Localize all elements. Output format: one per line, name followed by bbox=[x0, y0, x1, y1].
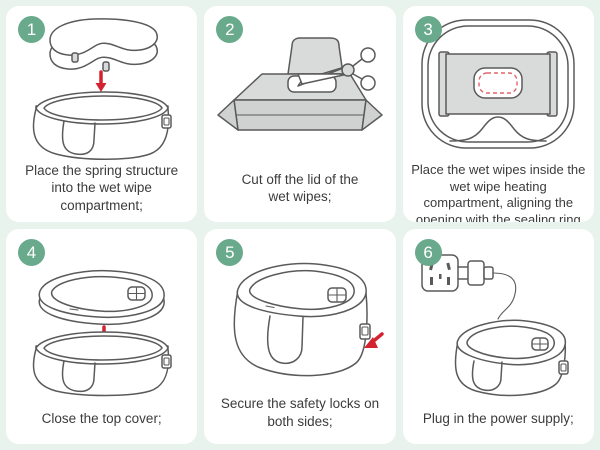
step-panel-1: 1 bbox=[6, 6, 198, 222]
step-number: 5 bbox=[225, 242, 235, 262]
safety-lock-icon bbox=[359, 323, 371, 340]
step-1-illustration bbox=[6, 6, 197, 162]
step-panel-6: 6 bbox=[402, 228, 594, 444]
step-number: 2 bbox=[225, 20, 235, 39]
step-caption: Secure the safety locks on both sides; bbox=[220, 396, 380, 429]
step-number: 3 bbox=[423, 20, 433, 39]
step-number: 1 bbox=[26, 20, 37, 39]
lid-button-icon bbox=[126, 286, 146, 301]
wipes-lid bbox=[287, 37, 344, 76]
step-number: 6 bbox=[423, 242, 433, 262]
closed-warmer-with-lock-icon bbox=[233, 262, 384, 377]
safety-lock-icon bbox=[558, 360, 570, 375]
lid-button-icon bbox=[327, 287, 347, 303]
step-number-badge: 2 bbox=[216, 16, 244, 43]
cut-wipes-lid-icon bbox=[217, 37, 383, 132]
step-caption: Cut off the lid of the wet wipes; bbox=[241, 171, 359, 205]
step-number-badge: 6 bbox=[414, 238, 442, 266]
step-panel-3: 3 Place the wet wipes inside the wet wip… bbox=[402, 6, 594, 222]
step-caption: Close the top cover; bbox=[41, 410, 162, 426]
step-caption: Place the wet wipes inside the wet wipe … bbox=[411, 162, 586, 222]
step-panel-2: 2 bbox=[204, 6, 396, 222]
step-number: 4 bbox=[26, 242, 37, 262]
step-6-illustration bbox=[403, 229, 594, 410]
step-number-badge: 4 bbox=[18, 238, 45, 266]
scissors-icon bbox=[297, 47, 376, 92]
spring-into-compartment-icon bbox=[32, 18, 172, 160]
step-2-illustration bbox=[204, 6, 395, 171]
step-number-badge: 5 bbox=[216, 238, 244, 266]
power-cord bbox=[492, 272, 517, 320]
top-cover-closing-icon bbox=[32, 270, 172, 397]
sealing-ring-opening bbox=[478, 72, 519, 94]
step-caption: Place the spring structure into the wet … bbox=[25, 163, 179, 213]
step-number-badge: 3 bbox=[414, 16, 442, 43]
step-number-badge: 1 bbox=[18, 16, 45, 43]
step-3-illustration bbox=[403, 6, 594, 162]
step-panel-5: 5 bbox=[204, 228, 396, 444]
step-4-illustration bbox=[6, 229, 197, 410]
lid-button-icon bbox=[531, 337, 550, 351]
compartment-top-view-icon bbox=[421, 19, 576, 149]
power-plug-icon bbox=[457, 260, 495, 286]
step-panel-4: 4 bbox=[6, 228, 198, 444]
plug-power-supply-icon bbox=[421, 254, 570, 397]
step-5-illustration bbox=[204, 229, 395, 396]
step-caption: Plug in the power supply; bbox=[422, 410, 574, 426]
